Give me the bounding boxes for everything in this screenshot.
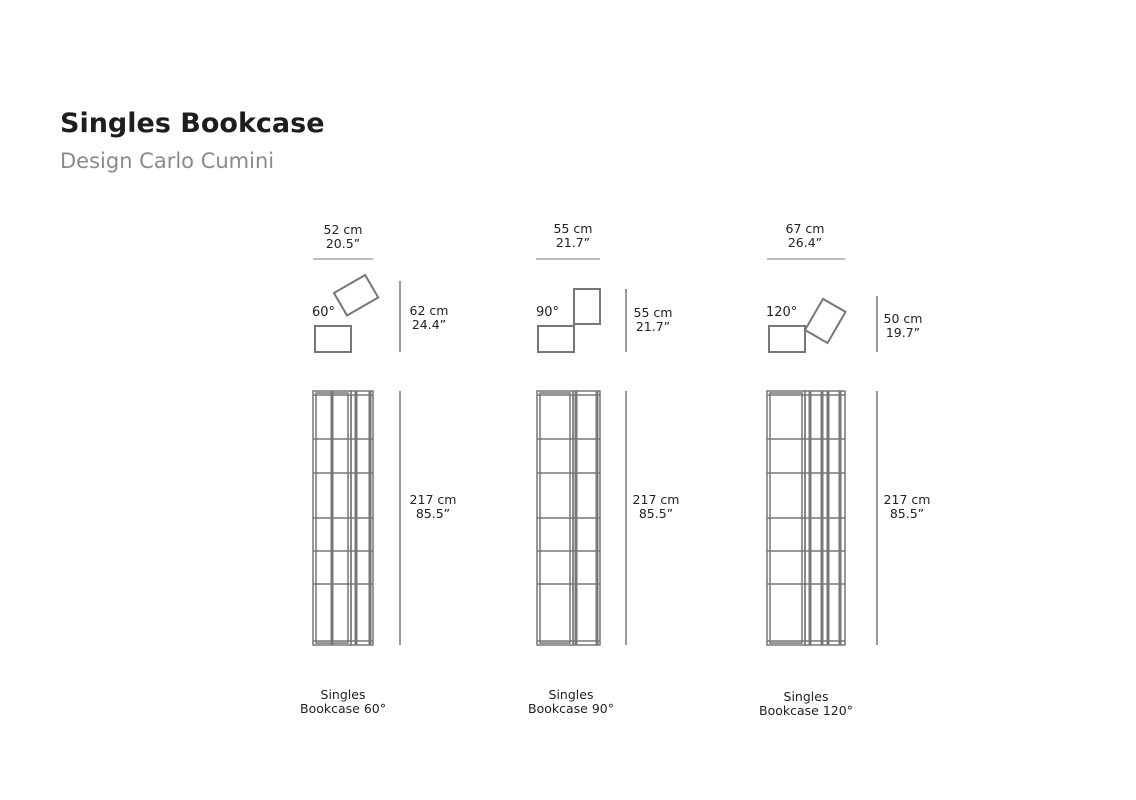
- width-cm: 67 cm: [785, 221, 825, 236]
- height-cm: 217 cm: [409, 492, 457, 507]
- name-line1: Singles: [783, 689, 829, 704]
- name-line2: Bookcase 120°: [759, 703, 853, 718]
- angle-label-90: 90°: [536, 305, 560, 320]
- angle-label-120: 120°: [766, 305, 798, 320]
- depth-in: 24.4”: [411, 317, 447, 332]
- name-line1: Singles: [548, 687, 594, 702]
- width-in: 20.5”: [325, 236, 361, 251]
- height-in: 85.5”: [638, 506, 674, 521]
- width-cm: 52 cm: [323, 222, 363, 237]
- plan-module-120-b: [803, 297, 847, 345]
- designer-subtitle: Design Carlo Cumini: [60, 149, 275, 173]
- width-in: 26.4”: [787, 235, 823, 250]
- plan-module-120-a: [768, 325, 806, 353]
- plan-module-90-a: [537, 325, 575, 353]
- plan-module-60-a: [314, 325, 352, 353]
- page-title: Singles Bookcase: [60, 108, 325, 139]
- angle-label-60: 60°: [312, 305, 336, 320]
- height-in: 85.5”: [415, 506, 451, 521]
- name-line2: Bookcase 60°: [300, 701, 386, 716]
- depth-in: 21.7”: [635, 319, 671, 334]
- depth-in: 19.7”: [885, 325, 921, 340]
- height-cm: 217 cm: [632, 492, 680, 507]
- name-line1: Singles: [320, 687, 366, 702]
- name-line2: Bookcase 90°: [528, 701, 614, 716]
- plan-module-60-b: [332, 273, 380, 317]
- width-in: 21.7”: [555, 235, 591, 250]
- width-cm: 55 cm: [553, 221, 593, 236]
- depth-cm: 62 cm: [409, 303, 449, 318]
- height-cm: 217 cm: [883, 492, 931, 507]
- plan-module-90-b: [573, 288, 601, 325]
- depth-cm: 50 cm: [883, 311, 923, 326]
- height-in: 85.5”: [889, 506, 925, 521]
- depth-cm: 55 cm: [633, 305, 673, 320]
